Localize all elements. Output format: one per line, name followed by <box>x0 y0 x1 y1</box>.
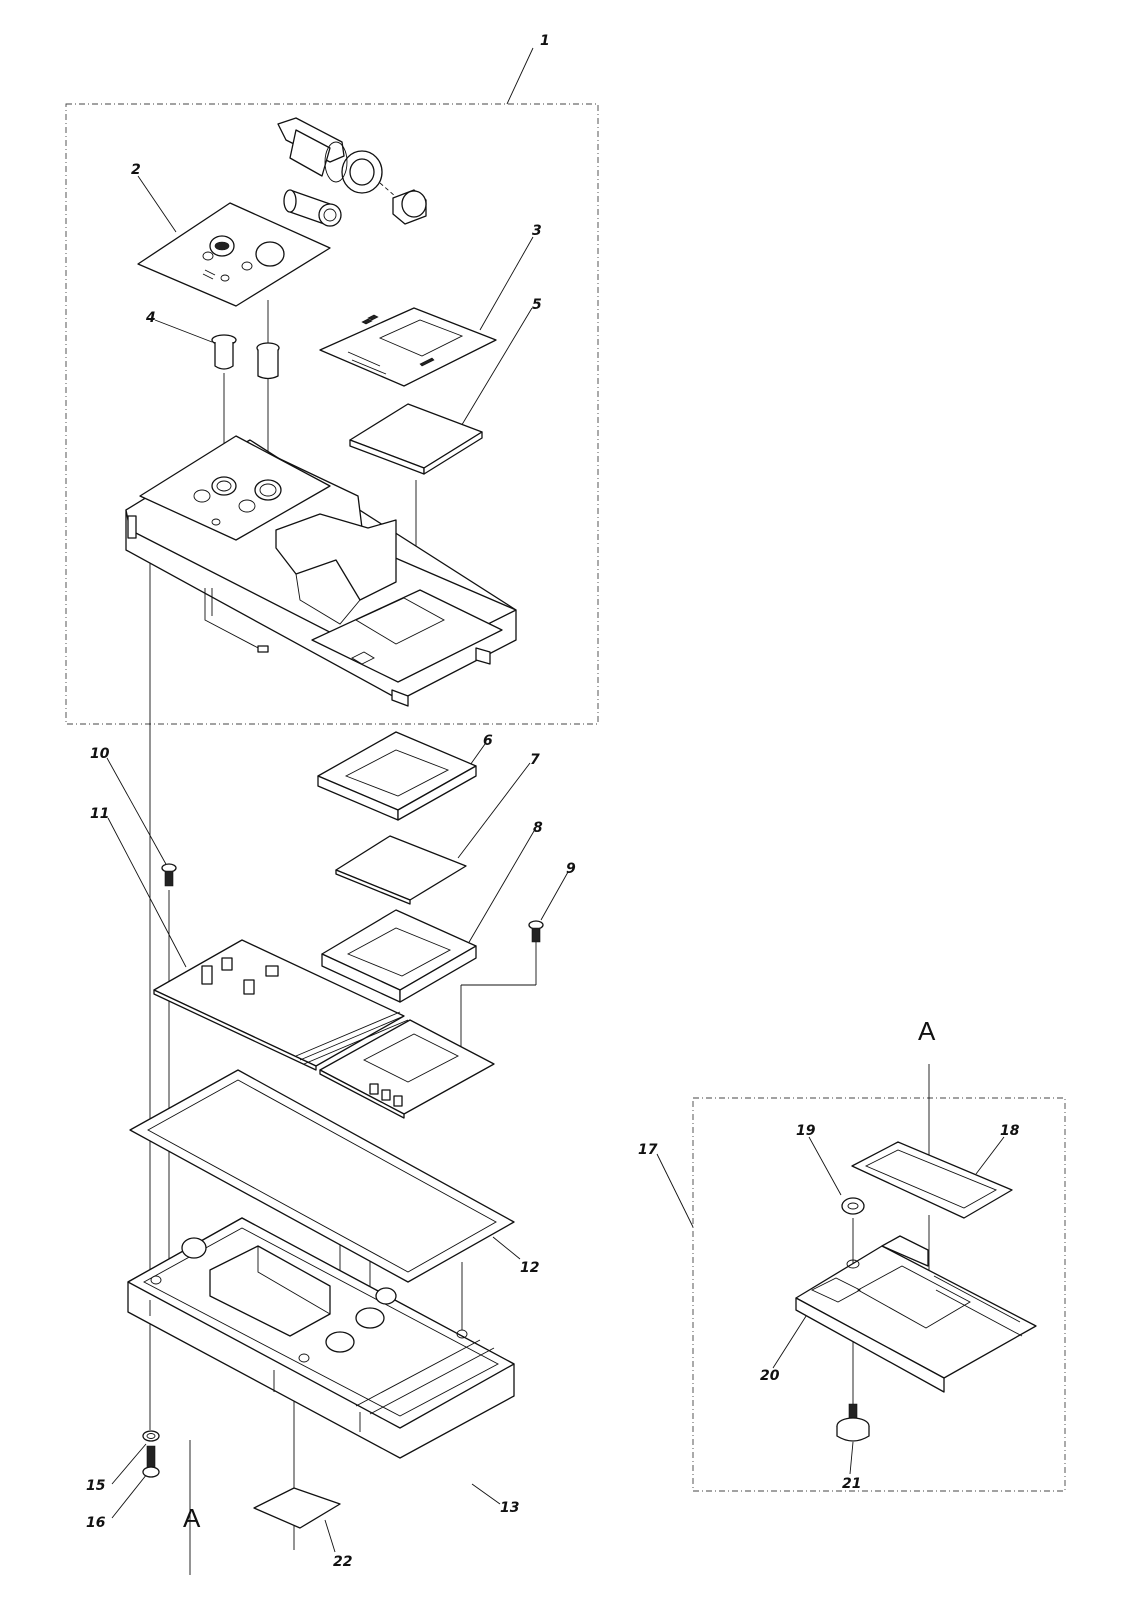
part-1-upper-housing <box>125 435 517 707</box>
part-13-lower-case <box>127 1217 515 1459</box>
reference-mark-main: A <box>183 1503 201 1533</box>
callout-2: 2 <box>131 162 141 178</box>
callout-13: 13 <box>500 1500 519 1516</box>
callout-16: 16 <box>86 1515 106 1531</box>
probe-assembly <box>277 117 427 227</box>
part-10-screw <box>161 863 177 887</box>
callout-15: 15 <box>86 1478 106 1494</box>
part-2-label-plate <box>137 202 331 307</box>
callout-20: 20 <box>760 1368 780 1384</box>
callout-10: 10 <box>90 746 110 762</box>
callout-4: 4 <box>145 310 156 326</box>
callout-7: 7 <box>530 752 540 768</box>
part-11-pcb <box>153 939 495 1119</box>
assembly-1-boundary <box>65 103 599 725</box>
callout-3: 3 <box>532 223 542 239</box>
callout-5: 5 <box>532 297 542 313</box>
callout-19: 19 <box>796 1123 816 1139</box>
part-12-gasket <box>129 1069 515 1283</box>
callout-12: 12 <box>520 1260 539 1276</box>
part-16-screw <box>142 1445 160 1478</box>
part-21-thumb-screw <box>836 1403 870 1442</box>
part-6-frame <box>317 731 477 821</box>
callout-1: 1 <box>540 33 550 49</box>
callout-9: 9 <box>566 861 576 877</box>
part-8-frame <box>321 909 477 1003</box>
part-22-label <box>253 1487 341 1529</box>
callout-8: 8 <box>533 820 543 836</box>
callout-21: 21 <box>842 1476 861 1492</box>
callout-6: 6 <box>483 733 493 749</box>
part-19-nut <box>841 1197 865 1215</box>
part-20-battery-holder <box>795 1235 1037 1393</box>
reference-mark-detail: A <box>918 1016 936 1046</box>
callout-18: 18 <box>1000 1123 1020 1139</box>
part-5-window <box>349 403 483 475</box>
part-3-display-label <box>319 307 497 387</box>
part-18-gasket <box>851 1141 1013 1219</box>
part-7-sheet <box>335 835 467 905</box>
leader-lines <box>106 47 1005 1553</box>
assembly-17-boundary <box>692 1097 1066 1492</box>
part-9-screw <box>528 920 544 943</box>
part-15-washer <box>142 1430 160 1442</box>
callout-22: 22 <box>333 1554 352 1570</box>
callout-17: 17 <box>638 1142 658 1158</box>
part-4-buttons <box>211 334 280 380</box>
callout-11: 11 <box>90 806 109 822</box>
callouts: 1 2 3 4 5 6 7 8 9 10 11 12 13 15 16 17 1… <box>86 33 1020 1570</box>
